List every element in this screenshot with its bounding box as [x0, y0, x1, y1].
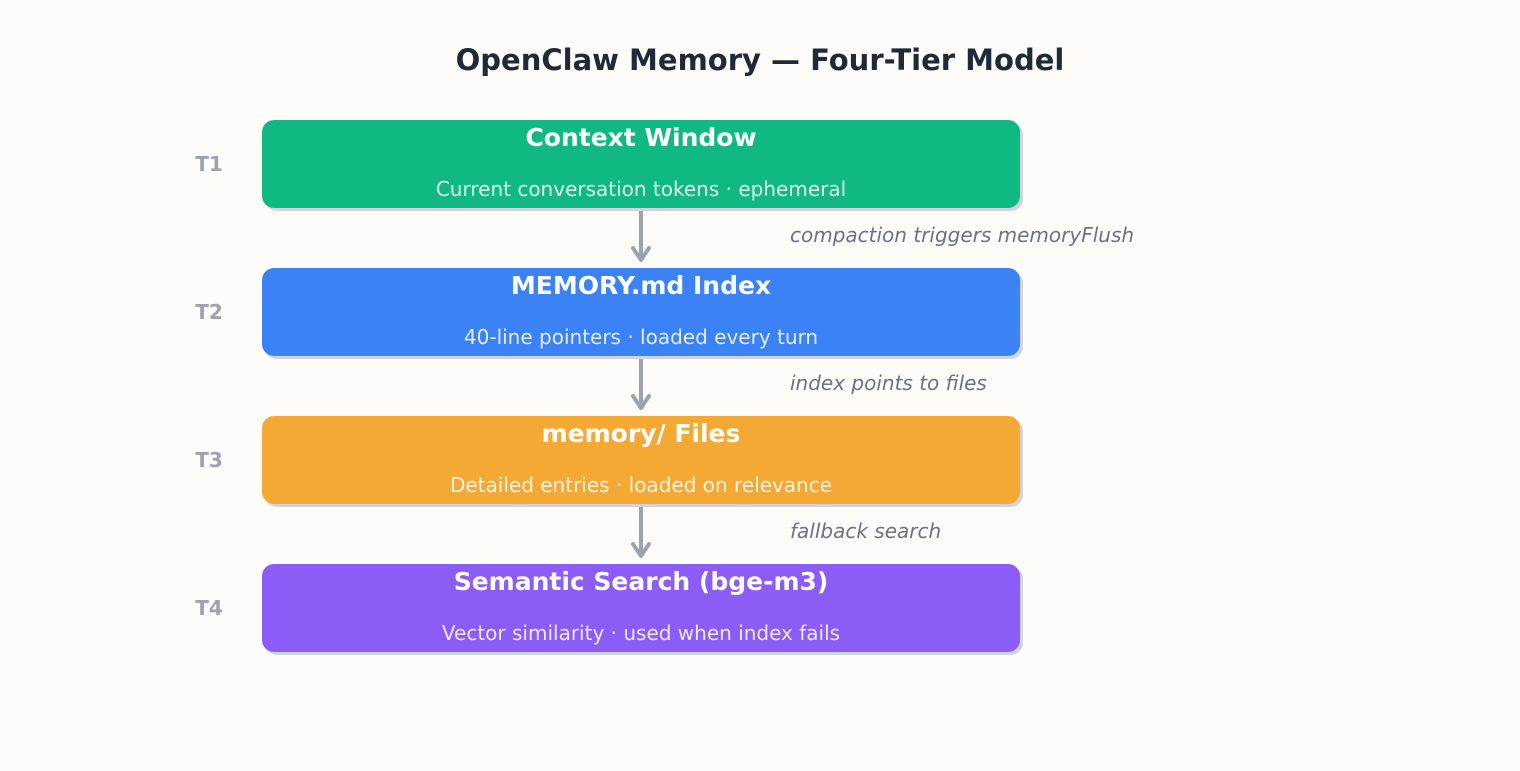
- edge-3: fallback search: [631, 502, 941, 558]
- tier-title: Context Window: [525, 123, 756, 152]
- tier-label: T4: [195, 596, 223, 620]
- tier-subtitle: Vector similarity · used when index fail…: [442, 621, 840, 645]
- tier-box: [262, 268, 1020, 356]
- tier-box: [262, 120, 1020, 208]
- tier-label: T3: [195, 448, 223, 472]
- tier-subtitle: Current conversation tokens · ephemeral: [436, 177, 846, 201]
- edge-2: index points to files: [631, 354, 987, 410]
- tier-box: [262, 416, 1020, 504]
- tier-subtitle: 40-line pointers · loaded every turn: [464, 325, 818, 349]
- edges-layer: compaction triggers memoryFlush index poi…: [631, 206, 1134, 558]
- tier-label: T2: [195, 300, 223, 324]
- arrow-head-icon: [631, 246, 651, 262]
- edge-label: fallback search: [790, 519, 941, 543]
- edge-1: compaction triggers memoryFlush: [631, 206, 1134, 262]
- tier-2: T2 MEMORY.md Index 40-line pointers · load…: [195, 268, 1023, 359]
- tier-label: T1: [195, 152, 223, 176]
- edge-label: compaction triggers memoryFlush: [790, 223, 1134, 247]
- tier-title: MEMORY.md Index: [511, 271, 771, 300]
- tier-subtitle: Detailed entries · loaded on relevance: [450, 473, 832, 497]
- tier-title: Semantic Search (bge-m3): [454, 567, 829, 596]
- arrow-head-icon: [631, 542, 651, 558]
- tier-4: T4 Semantic Search (bge-m3) Vector similar…: [195, 564, 1023, 655]
- diagram-title: OpenClaw Memory — Four-Tier Model: [456, 43, 1065, 77]
- edge-label: index points to files: [790, 371, 987, 395]
- tier-box: [262, 564, 1020, 652]
- arrow-head-icon: [631, 394, 651, 410]
- tier-title: memory/ Files: [542, 419, 741, 448]
